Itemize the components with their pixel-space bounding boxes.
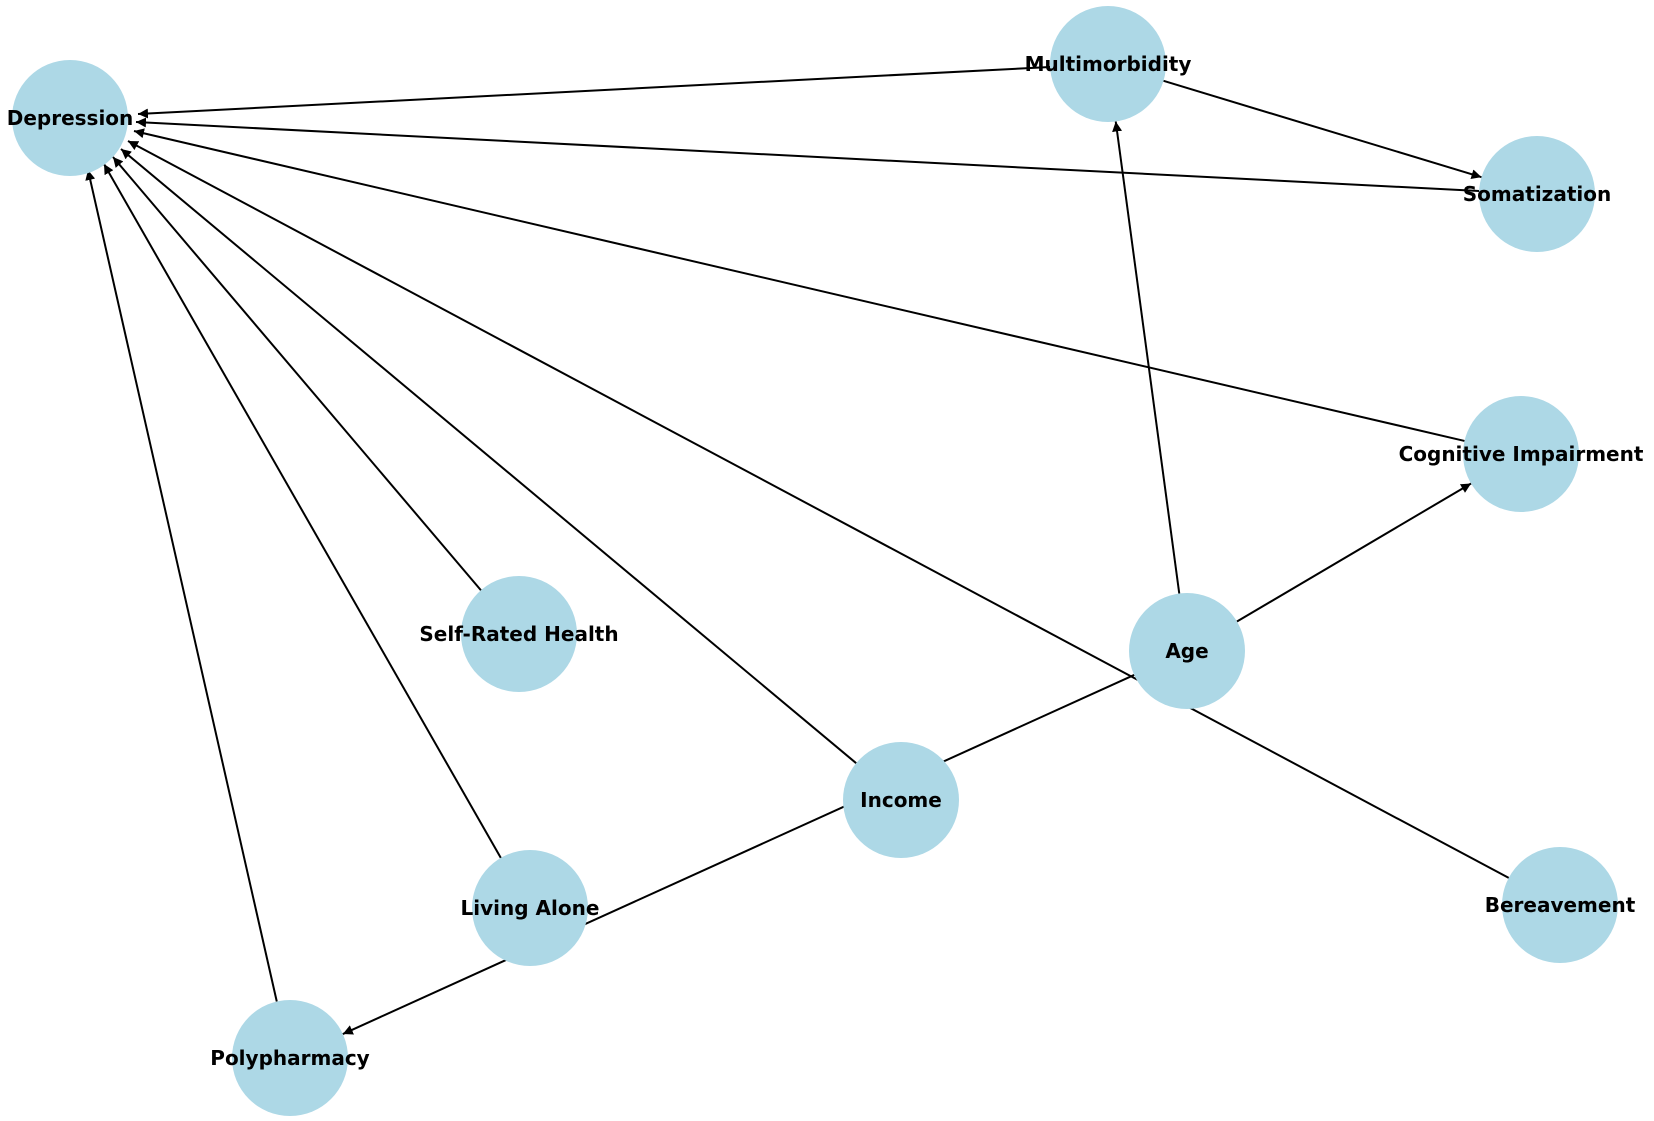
node-circle-cognitive — [1463, 396, 1579, 512]
edge-age-to-multimorbidity — [1112, 121, 1181, 594]
node-circle-depression — [12, 60, 128, 176]
node-circle-age — [1129, 593, 1245, 709]
node-multimorbidity: Multimorbidity — [1025, 6, 1192, 122]
node-income: Income — [843, 742, 959, 858]
node-cognitive: Cognitive Impairment — [1399, 396, 1644, 512]
node-somatization: Somatization — [1463, 136, 1611, 252]
node-circle-selfrated — [461, 576, 577, 692]
edge-age-to-polypharmacy — [342, 674, 1135, 1035]
edge-bereavement-to-depression — [127, 140, 1510, 879]
edges-layer — [85, 66, 1510, 1035]
node-label-cognitive: Cognitive Impairment — [1399, 442, 1644, 466]
node-circle-polypharmacy — [232, 1000, 348, 1116]
node-label-age: Age — [1165, 639, 1208, 663]
edge-living-to-depression — [103, 163, 502, 859]
node-label-living: Living Alone — [461, 896, 600, 920]
node-label-polypharmacy: Polypharmacy — [210, 1046, 369, 1070]
node-circle-income — [843, 742, 959, 858]
node-selfrated: Self-Rated Health — [419, 576, 619, 692]
nodes-layer: Depression MultimorbiditySomatizationCogn… — [7, 6, 1644, 1116]
node-circle-living — [472, 850, 588, 966]
edge-income-to-depression — [120, 148, 857, 764]
node-label-selfrated: Self-Rated Health — [419, 622, 618, 646]
node-label-depression: Depression — [7, 106, 134, 130]
edge-polypharmacy-to-depression — [85, 169, 278, 1002]
node-label-somatization: Somatization — [1463, 182, 1611, 206]
node-circle-multimorbidity — [1050, 6, 1166, 122]
edge-selfrated-to-depression — [112, 156, 482, 591]
edge-cognitive-to-depression — [133, 128, 1465, 442]
node-age: Age — [1129, 593, 1245, 709]
node-label-multimorbidity: Multimorbidity — [1025, 52, 1192, 76]
node-circle-bereavement — [1502, 847, 1618, 963]
node-polypharmacy: Polypharmacy — [210, 1000, 370, 1116]
edge-somatization-to-depression — [135, 117, 1480, 192]
node-living: Living Alone — [461, 850, 600, 966]
edge-age-to-cognitive — [1236, 482, 1472, 623]
node-circle-somatization — [1479, 136, 1595, 252]
node-label-bereavement: Bereavement — [1485, 893, 1636, 917]
edge-multimorbidity-to-somatization — [1163, 79, 1482, 180]
edge-multimorbidity-to-depression — [137, 66, 1051, 119]
node-depression: Depression — [7, 60, 134, 176]
node-label-income: Income — [860, 788, 942, 812]
node-bereavement: Bereavement — [1485, 847, 1636, 963]
